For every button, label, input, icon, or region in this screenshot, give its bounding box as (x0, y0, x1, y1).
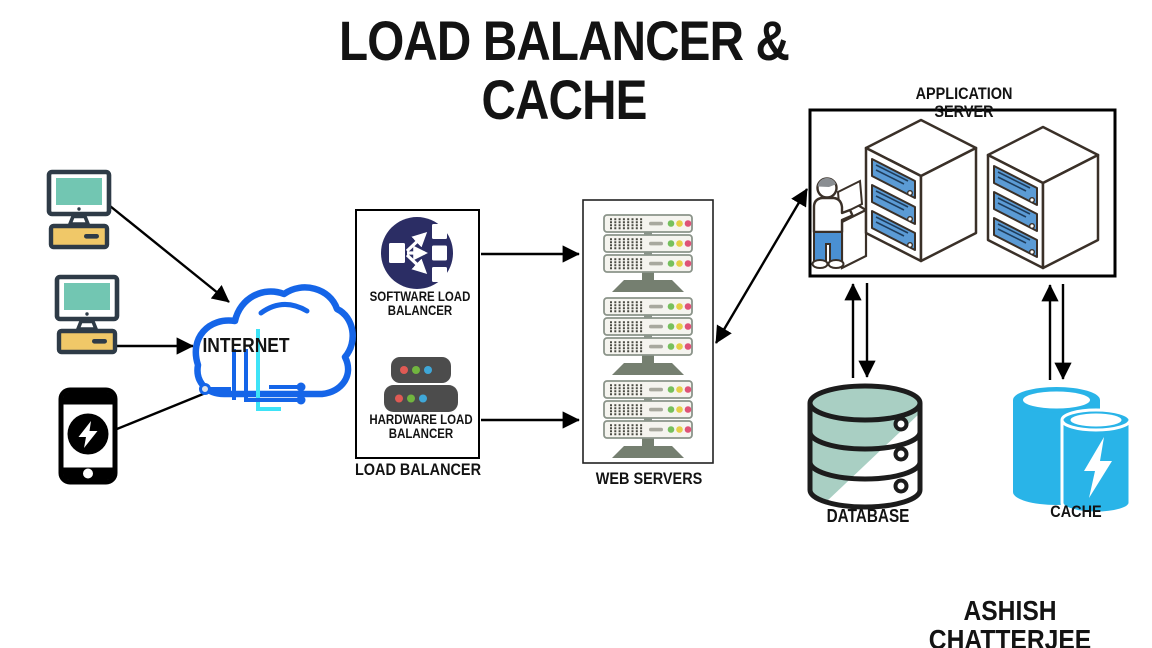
lightning-bolt-icon (1084, 437, 1112, 498)
cache-label: CACHE (1050, 502, 1102, 521)
database-icon (807, 383, 923, 510)
connector-arrows (109, 188, 1072, 433)
admin-person-icon (811, 177, 869, 270)
application-server-cabinet-icon-2 (986, 125, 1100, 270)
load-balancer-box (355, 209, 480, 459)
software-load-balancer-icon (381, 217, 453, 289)
web-servers-box (582, 199, 714, 464)
hardware-load-balancer-icon (384, 357, 458, 412)
internet-cloud-icon (192, 284, 356, 411)
web-servers-label: WEB SERVERS (595, 469, 703, 488)
application-server-box (808, 108, 1117, 278)
web-server-stack-icon-2 (604, 298, 692, 375)
software-load-balancer-label: SOFTWARE LOAD BALANCER (369, 289, 471, 319)
web-server-stack-icon-1 (604, 215, 692, 292)
page-title: LOAD BALANCER & CACHE (338, 9, 790, 131)
cache-icon (1013, 387, 1132, 515)
database-label: DATABASE (826, 506, 910, 526)
web-server-stack-icon-3 (604, 381, 692, 458)
hardware-load-balancer-label: HARDWARE LOAD BALANCER (369, 412, 473, 442)
desktop-computer-icon-1 (49, 172, 109, 247)
internet-label: INTERNET (202, 334, 290, 357)
smartphone-icon (58, 387, 118, 485)
author-signature: ASHISH CHATTERJEE (928, 595, 1092, 648)
arrow-desktop1-internet (109, 205, 230, 303)
load-balancer-label: LOAD BALANCER (354, 460, 482, 479)
circuit-traces (199, 329, 306, 411)
arrow-webservers-appserver (714, 188, 809, 344)
application-server-cabinet-icon-1 (864, 118, 978, 263)
desktop-computer-icon-2 (57, 277, 117, 352)
application-server-label: APPLICATION SERVER (915, 84, 1013, 121)
